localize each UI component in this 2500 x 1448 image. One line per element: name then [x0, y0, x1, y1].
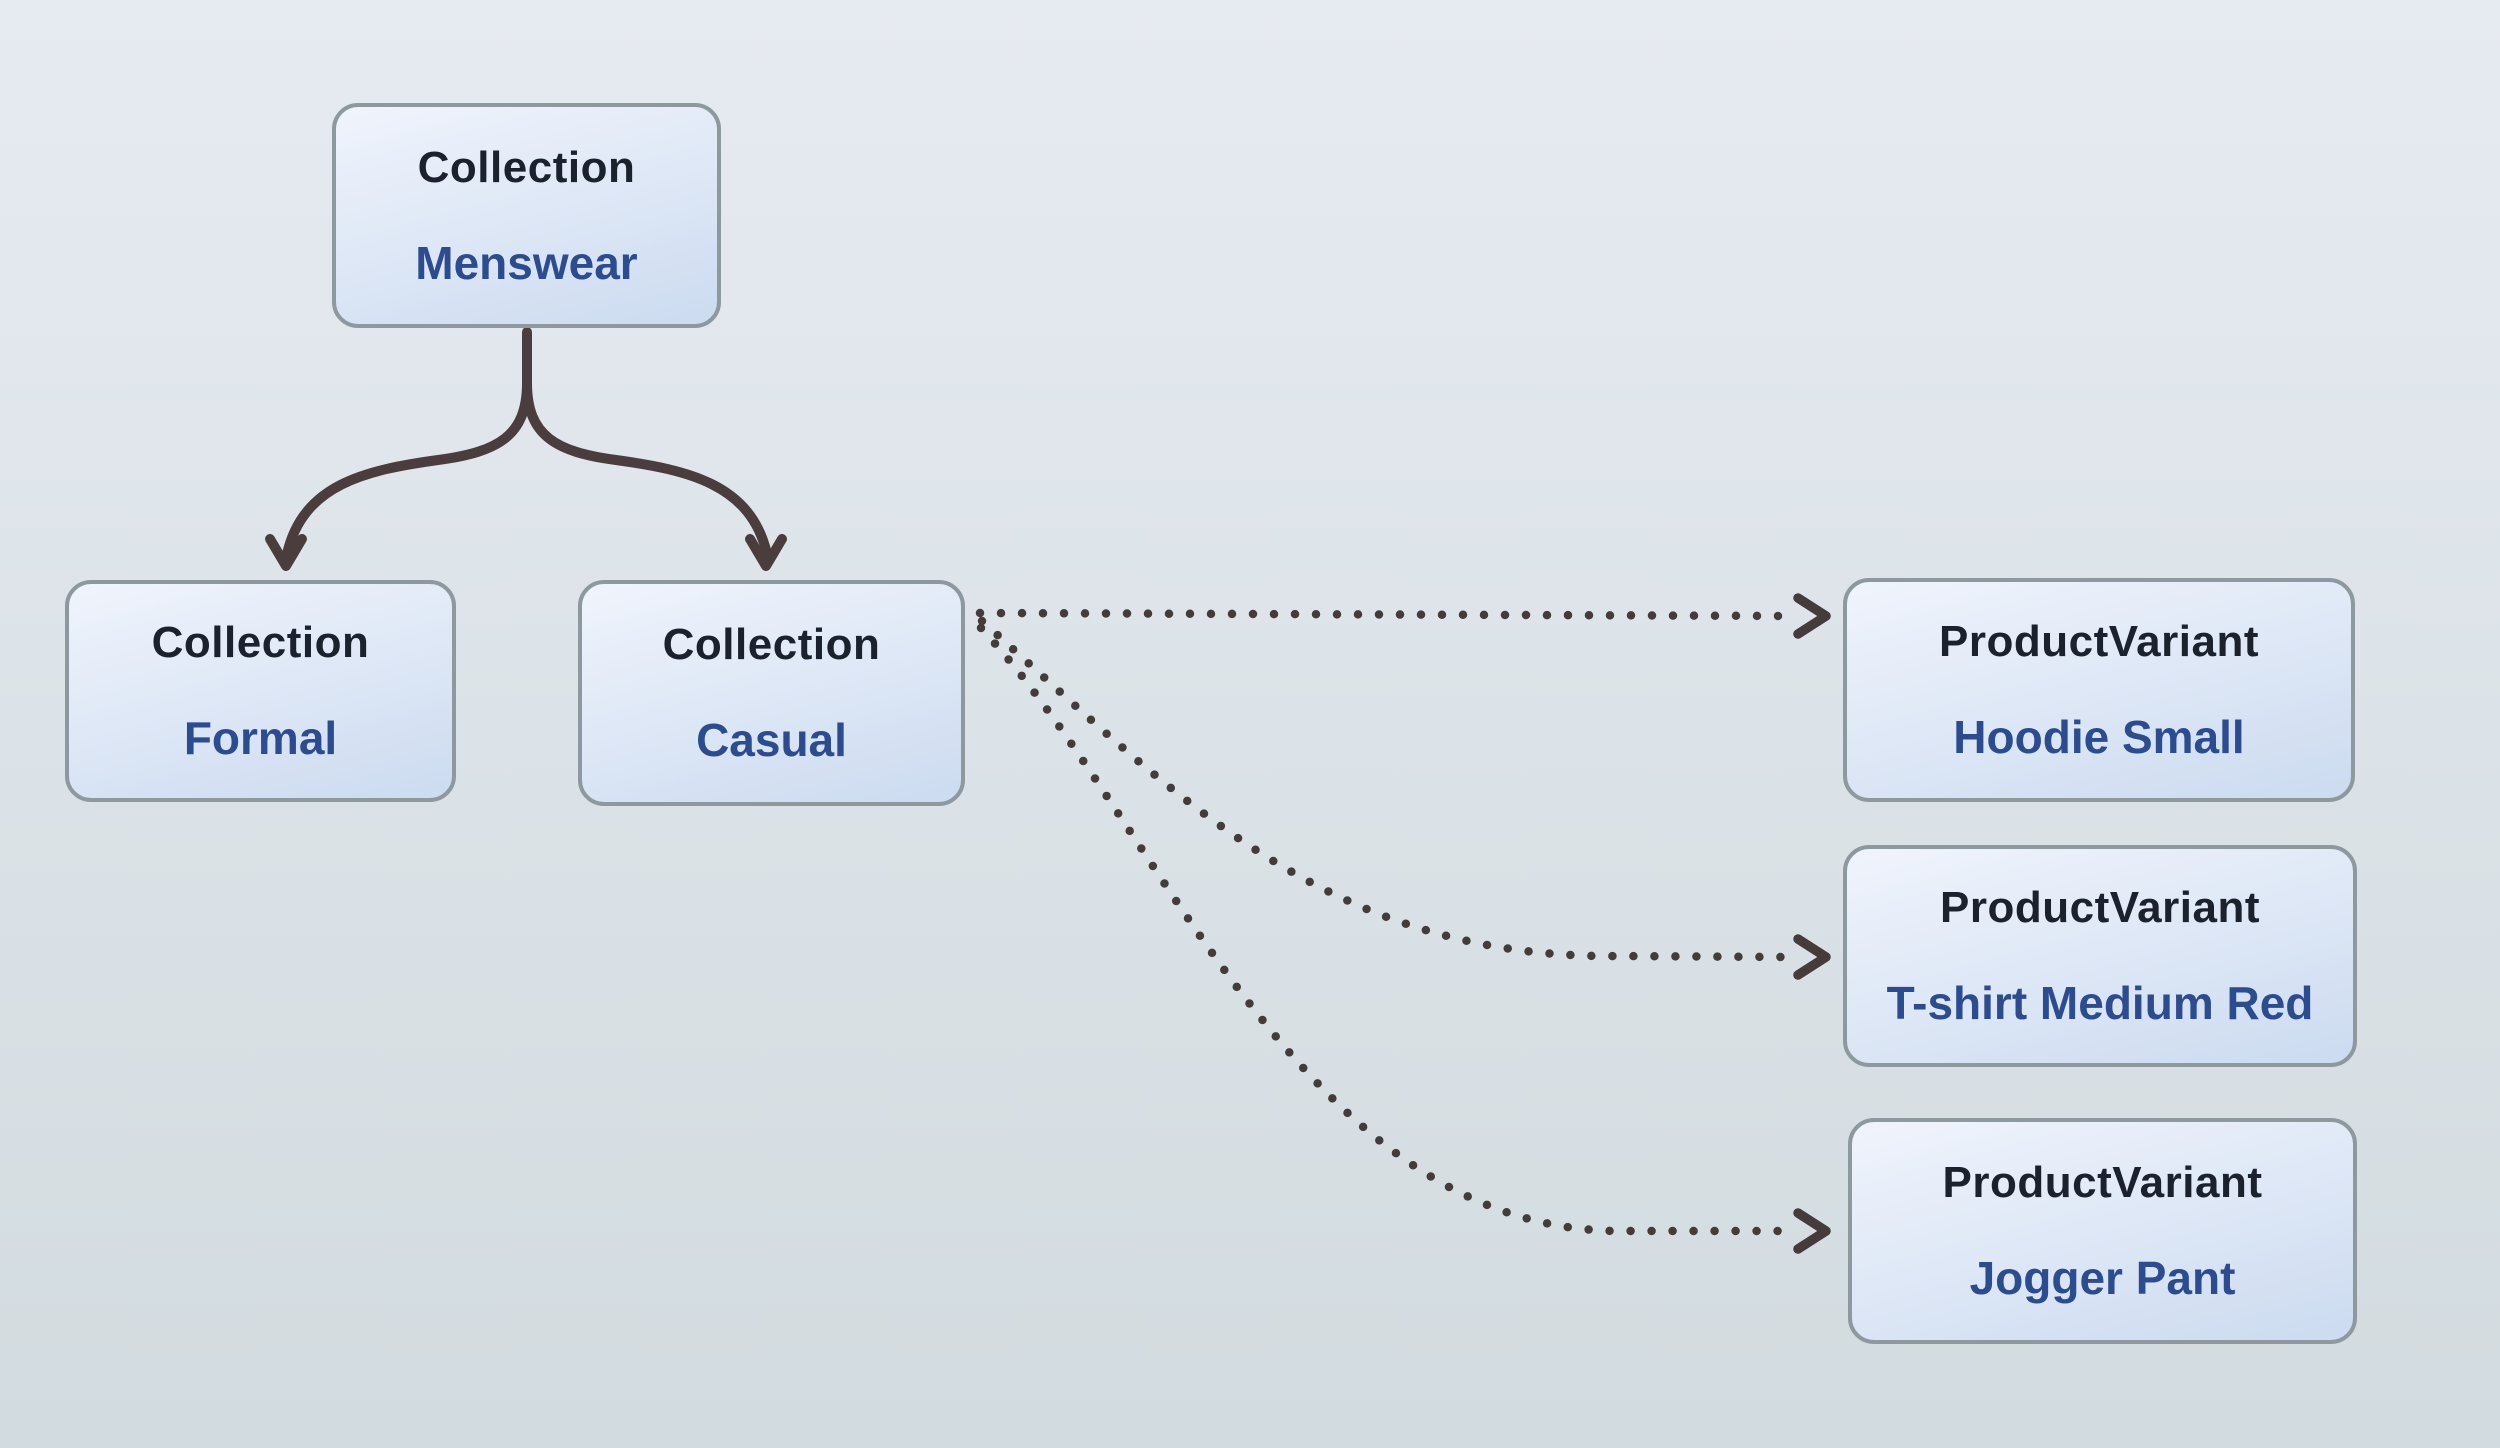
node-name-label: Jogger Pant — [1969, 1252, 2236, 1304]
node-type-label: ProductVariant — [1940, 883, 2260, 932]
node-productvariant-hoodie-small: ProductVariant Hoodie Small — [1843, 578, 2355, 802]
node-name-label: Menswear — [415, 236, 638, 289]
arrowhead-casual — [745, 534, 787, 571]
node-type-label: Collection — [662, 620, 881, 669]
node-type-label: ProductVariant — [1942, 1158, 2263, 1207]
node-name-label: Casual — [696, 714, 847, 766]
arrowhead-hoodie — [1793, 593, 1831, 639]
node-collection-casual: Collection Casual — [578, 580, 965, 806]
node-collection-menswear: Collection Menswear — [332, 103, 721, 328]
edge-casual-tshirt — [977, 616, 1791, 962]
node-name-label: T-shirt Medium Red — [1886, 977, 2314, 1029]
node-type-label: Collection — [417, 142, 636, 192]
node-collection-formal: Collection Formal — [65, 580, 456, 802]
node-type-label: ProductVariant — [1939, 617, 2259, 666]
arrowhead-formal — [265, 534, 307, 571]
edge-casual-jogger — [976, 623, 1791, 1236]
edge-group-solid — [265, 327, 787, 571]
edge-casual-hoodie — [975, 608, 1793, 621]
node-type-label: Collection — [151, 618, 370, 667]
node-name-label: Formal — [183, 712, 338, 764]
node-name-label: Hoodie Small — [1953, 711, 2245, 763]
arrowhead-tshirt — [1793, 934, 1831, 980]
edge-menswear-formal — [282, 378, 532, 559]
node-productvariant-jogger-pant: ProductVariant Jogger Pant — [1848, 1118, 2357, 1344]
node-productvariant-tshirt-medium-red: ProductVariant T-shirt Medium Red — [1843, 845, 2357, 1067]
arrowhead-jogger — [1793, 1208, 1831, 1254]
edge-menswear-casual — [522, 378, 772, 559]
edge-group-dotted — [975, 593, 1831, 1254]
